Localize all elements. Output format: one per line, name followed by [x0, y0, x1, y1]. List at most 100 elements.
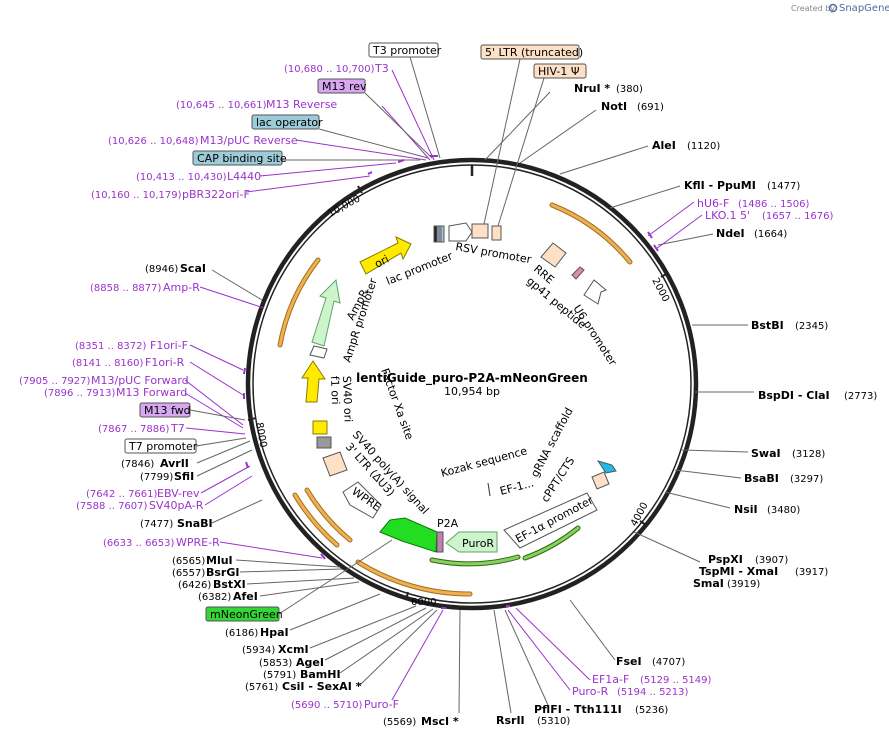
feature-hiv-psi: [491, 225, 502, 241]
boxed-cap[interactable]: CAP binding site: [197, 152, 287, 165]
leader-sv40par: [204, 475, 253, 506]
leader-xcmi: [309, 605, 417, 649]
primer-hu6f[interactable]: hU6-F: [697, 197, 729, 210]
primer-t3[interactable]: T3: [374, 62, 389, 75]
site-bstxi[interactable]: BstXI: [213, 578, 246, 591]
kozak-mark: [487, 482, 491, 497]
orange-arc-rsv: [550, 203, 632, 264]
primer-sv40par[interactable]: SV40pA-R: [149, 499, 204, 512]
boxed-5ltr[interactable]: 5' LTR (truncated): [485, 46, 583, 59]
site-bamhi[interactable]: BamHI: [300, 668, 341, 681]
tick-label-2000: 2000: [649, 276, 671, 304]
site-nrui[interactable]: NruI *: [574, 82, 610, 95]
site-pspxi[interactable]: PspXI: [708, 553, 743, 566]
primer-marks: [243, 155, 659, 609]
boxed-mneongreen[interactable]: mNeonGreen: [210, 608, 283, 621]
primer-l4440[interactable]: L4440: [227, 170, 261, 183]
primer-ef1af[interactable]: EF1a-F: [592, 673, 629, 686]
primer-m13reverse-pos: (10,645 .. 10,661): [176, 100, 267, 111]
site-afei[interactable]: AfeI: [233, 590, 258, 603]
leader-pspxi: [633, 531, 701, 563]
primer-lko-pos: (1657 .. 1676): [762, 211, 834, 222]
label-ori: ori: [372, 253, 391, 271]
label-puror: PuroR: [462, 537, 494, 550]
site-rsrii[interactable]: RsrII: [496, 714, 525, 727]
primer-ampr[interactable]: Amp-R: [163, 281, 200, 294]
feature-sv40ori: [312, 420, 328, 435]
leader-ndei: [657, 233, 714, 246]
site-msci-pos: (5569): [383, 717, 416, 728]
primer-f1orir[interactable]: F1ori-R: [145, 356, 185, 369]
site-bsabi[interactable]: BsaBI: [744, 472, 779, 485]
primer-lko[interactable]: LKO.1 5': [705, 209, 750, 222]
feature-mneongreen: [379, 517, 438, 553]
site-smai[interactable]: SmaI: [693, 577, 724, 590]
site-snabi[interactable]: SnaBI: [177, 517, 213, 530]
site-sfii-pos: (7799): [140, 472, 173, 483]
leader-nsii: [664, 491, 731, 509]
primer-purof[interactable]: Puro-F: [364, 698, 399, 711]
site-alei[interactable]: AleI: [652, 139, 676, 152]
site-bstbi[interactable]: BstBI: [751, 319, 784, 332]
primer-wprer[interactable]: WPRE-R: [176, 536, 220, 549]
site-avrii[interactable]: AvrII: [160, 457, 189, 470]
site-hpai[interactable]: HpaI: [260, 626, 289, 639]
primer-f1orif[interactable]: F1ori-F: [150, 339, 188, 352]
boxed-labels: T3 promoter M13 rev lac operator CAP bin…: [124, 42, 587, 622]
label-ef1: EF-1...: [498, 476, 535, 498]
green-arc-puro: [430, 555, 520, 566]
boxed-t7-promoter[interactable]: T7 promoter: [128, 440, 198, 453]
leader-sfii: [196, 449, 253, 477]
boxed-m13fwd[interactable]: M13 fwd: [144, 404, 191, 417]
right-sites: NruI * (380) NotI (691) AleI (1120) KflI…: [383, 82, 877, 728]
site-bsrgi[interactable]: BsrGI: [206, 566, 239, 579]
tick-label-8000: 8000: [253, 422, 268, 449]
leader-csii: [359, 609, 438, 686]
site-xmai[interactable]: TspMI - XmaI: [699, 565, 778, 578]
leader-rsrii: [493, 609, 512, 714]
boxed-t3-promoter[interactable]: T3 promoter: [372, 44, 442, 57]
feature-u6: [583, 279, 607, 305]
site-agei[interactable]: AgeI: [296, 656, 324, 669]
site-msci[interactable]: MscI *: [421, 715, 459, 728]
primer-m13puc-fwd[interactable]: M13/pUC Forward: [91, 374, 189, 387]
site-mlui[interactable]: MluI: [206, 554, 233, 567]
site-fsei-pos: (4707): [652, 657, 685, 668]
boxed-lac-operator[interactable]: lac operator: [256, 116, 323, 129]
site-fsei[interactable]: FseI: [616, 655, 642, 668]
primer-ebvrev[interactable]: EBV-rev: [157, 487, 200, 500]
leader-agei: [324, 607, 427, 661]
boxed-m13rev[interactable]: M13 rev: [322, 80, 367, 93]
primer-pbr322[interactable]: pBR322ori-F: [182, 188, 250, 201]
site-sfii[interactable]: SfiI: [174, 470, 194, 483]
site-noti[interactable]: NotI: [601, 100, 627, 113]
primer-m13fwd[interactable]: M13 Forward: [116, 386, 187, 399]
site-xcmi[interactable]: XcmI: [278, 643, 309, 656]
site-scai[interactable]: ScaI: [180, 262, 206, 275]
tick-4000: [639, 520, 647, 526]
primer-m13puc-rev[interactable]: M13/pUC Reverse: [200, 134, 298, 147]
label-sv40ori: SV40 ori: [340, 376, 355, 423]
site-swai[interactable]: SwaI: [751, 447, 781, 460]
leader-swai: [681, 449, 749, 453]
box-cap: [192, 150, 283, 166]
site-ndei[interactable]: NdeI: [716, 227, 745, 240]
primer-t7[interactable]: T7: [170, 422, 185, 435]
leader-t7-promoter: [195, 437, 247, 447]
site-clai[interactable]: BspDI - ClaI: [758, 389, 830, 402]
site-bsrgi-pos: (6557): [172, 568, 205, 579]
site-pflfi[interactable]: PflFI - Tth111I: [534, 703, 622, 716]
leader-pbr322: [245, 175, 371, 193]
site-csii[interactable]: CsiI - SexAI *: [282, 680, 362, 693]
box-hivpsi: [533, 63, 587, 79]
primer-m13reverse[interactable]: M13 Reverse: [266, 98, 337, 111]
leader-puror: [507, 609, 571, 691]
map-size: 10,954 bp: [444, 385, 500, 398]
boxed-hivpsi[interactable]: HIV-1 Ψ: [538, 65, 580, 78]
feature-ampr: [311, 278, 341, 347]
site-kfli[interactable]: KflI - PpuMI: [684, 179, 756, 192]
leader-5ltr: [483, 58, 521, 225]
primer-puror[interactable]: Puro-R: [572, 685, 609, 698]
site-nsii[interactable]: NsiI: [734, 503, 758, 516]
leader-lko: [655, 214, 703, 250]
